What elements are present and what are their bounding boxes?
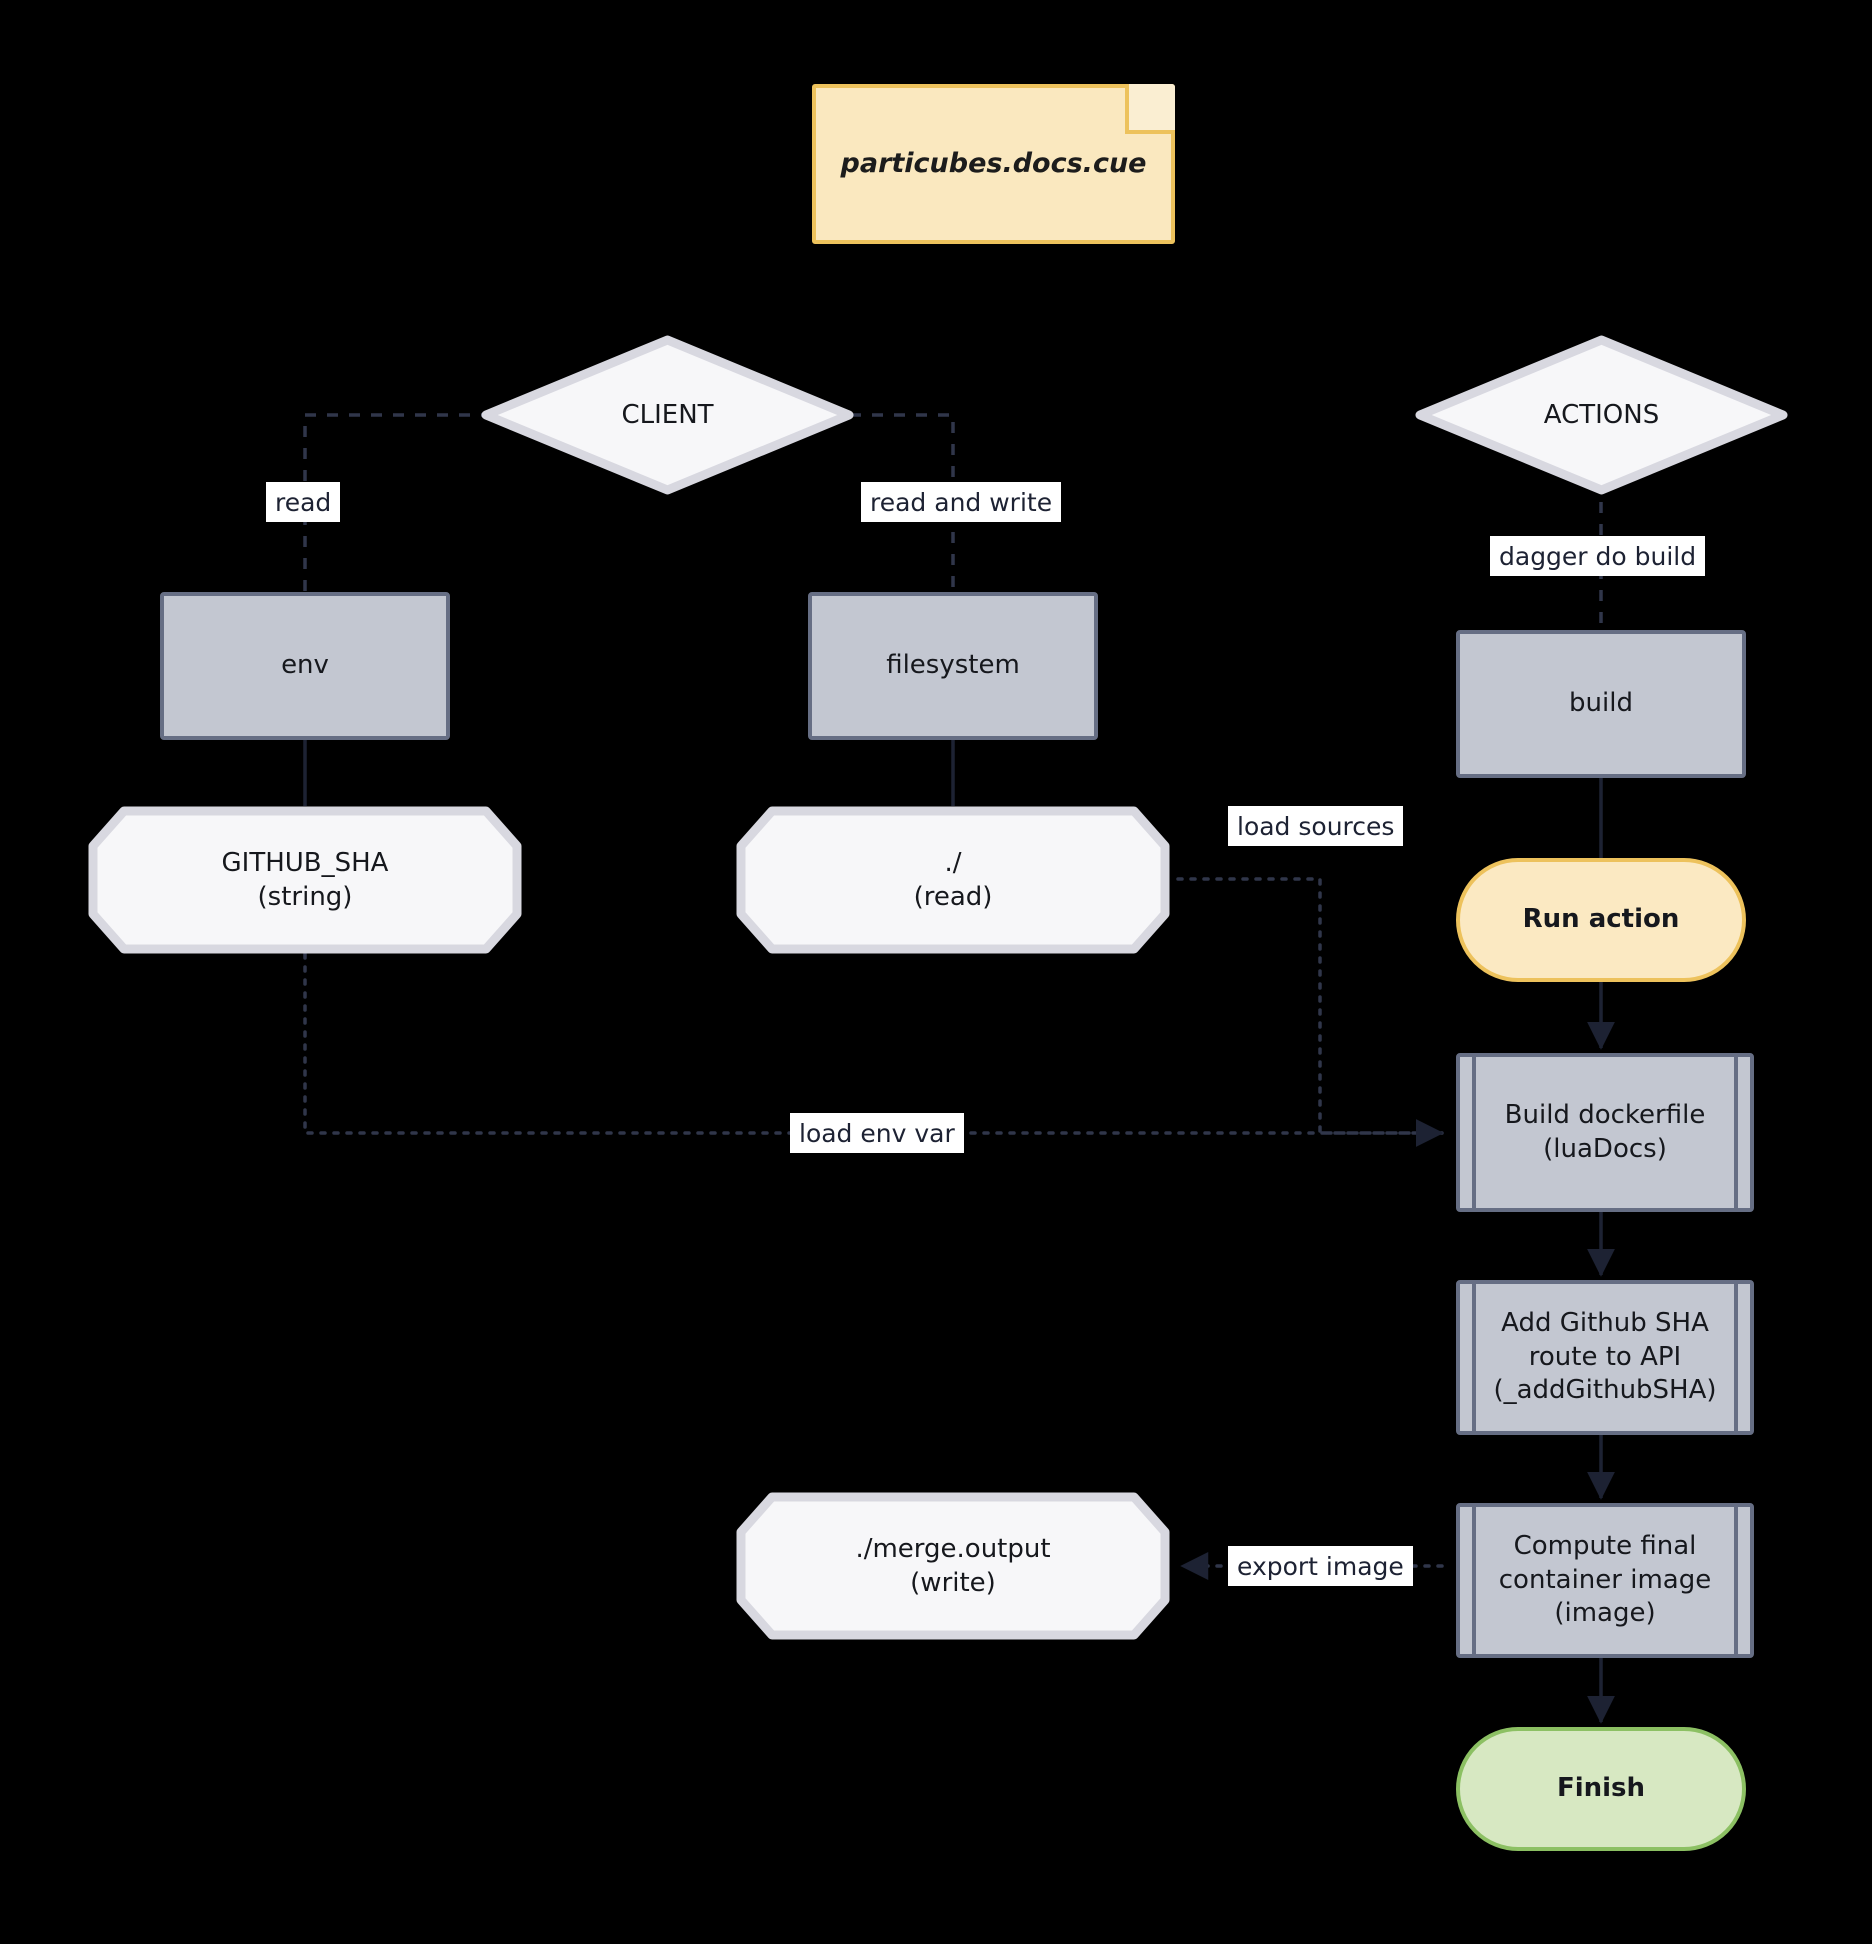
edge-label-export-image: export image [1228,1546,1413,1586]
node-build[interactable]: build [1456,630,1746,778]
build-dockerfile-line2: (luaDocs) [1543,1133,1667,1164]
compute-image-line3: (image) [1554,1598,1656,1629]
node-dot-slash[interactable]: ./ (read) [736,806,1170,954]
finish-label: Finish [1556,1773,1646,1804]
node-compute-image[interactable]: Compute final container image (image) [1456,1503,1754,1658]
node-client[interactable]: CLIENT [481,335,854,495]
github-sha-line2: (string) [257,882,353,912]
node-github-sha[interactable]: GITHUB_SHA (string) [88,806,522,954]
actions-diamond-shape [1415,335,1788,495]
edge-label-dagger-do-build: dagger do build [1490,536,1706,576]
compute-image-line1: Compute final [1513,1530,1697,1561]
note-fold-icon [1125,84,1175,134]
edge-label-read-and-write: read and write [861,482,1062,522]
edge-label-load-env-var: load env var [790,1113,964,1153]
client-label: CLIENT [621,400,714,430]
dot-slash-line2: (read) [913,882,993,912]
env-label: env [281,650,329,681]
add-github-sha-inner: Add Github SHA route to API (_addGithubS… [1472,1284,1738,1431]
build-label: build [1569,688,1633,719]
merge-output-line1: ./merge.output [855,1533,1051,1564]
build-dockerfile-line1: Build dockerfile [1504,1099,1706,1130]
add-github-sha-line1: Add Github SHA [1501,1307,1709,1338]
note-particubes-docs-cue: particubes.docs.cue [812,84,1175,244]
dot-slash-line1: ./ [944,847,962,878]
note-label: particubes.docs.cue [840,148,1147,180]
merge-output-label: ./merge.output (write) [736,1492,1170,1640]
dot-slash-octagon-shape [736,806,1170,954]
add-github-sha-line2: route to API [1528,1341,1682,1372]
actions-label: ACTIONS [1543,400,1660,430]
github-sha-label: GITHUB_SHA (string) [88,806,522,954]
node-run-action[interactable]: Run action [1456,858,1746,982]
github-sha-octagon-shape [88,806,522,954]
edge-label-load-sources: load sources [1228,806,1404,846]
merge-output-line2: (write) [910,1568,996,1598]
compute-image-line2: container image [1498,1564,1712,1595]
node-finish[interactable]: Finish [1456,1727,1746,1851]
build-dockerfile-inner: Build dockerfile (luaDocs) [1472,1057,1738,1208]
merge-output-octagon-shape [736,1492,1170,1640]
node-actions[interactable]: ACTIONS [1415,335,1788,495]
node-env[interactable]: env [160,592,450,740]
filesystem-label: filesystem [886,650,1020,681]
node-filesystem[interactable]: filesystem [808,592,1098,740]
add-github-sha-line3: (_addGithubSHA) [1493,1375,1717,1406]
dot-slash-label: ./ (read) [736,806,1170,954]
edge-label-read: read [266,482,341,522]
client-diamond-shape [481,335,854,495]
node-merge-output[interactable]: ./merge.output (write) [736,1492,1170,1640]
node-add-github-sha[interactable]: Add Github SHA route to API (_addGithubS… [1456,1280,1754,1435]
github-sha-line1: GITHUB_SHA [221,847,389,878]
node-build-dockerfile[interactable]: Build dockerfile (luaDocs) [1456,1053,1754,1212]
run-action-label: Run action [1522,904,1680,935]
compute-image-inner: Compute final container image (image) [1472,1507,1738,1654]
